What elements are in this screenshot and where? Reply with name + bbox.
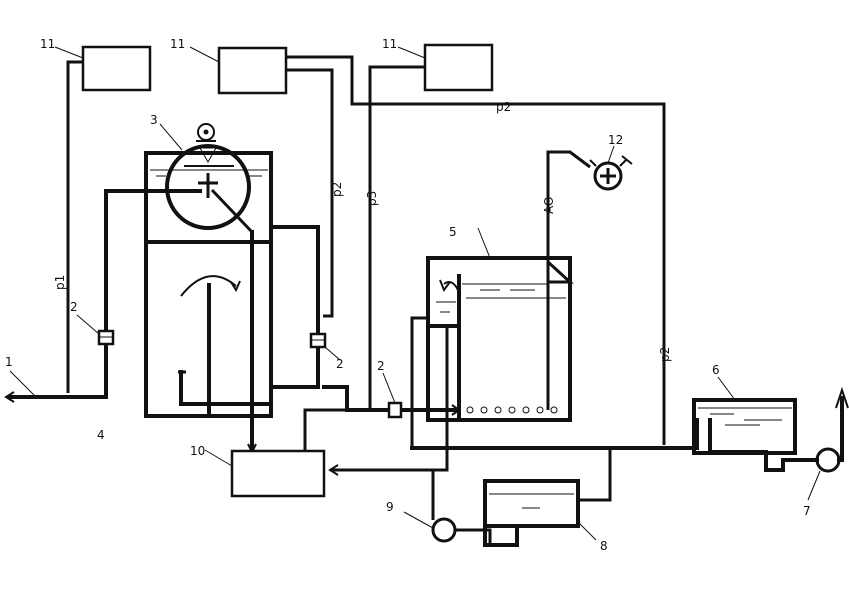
valve-mid[interactable]: [387, 401, 403, 419]
main-tank: [144, 151, 273, 418]
drum-outlet-pipe-left: [104, 189, 202, 399]
label-main-tank: 4: [97, 428, 105, 442]
label-blower: 12: [608, 133, 623, 147]
main-tank-right-pipe: [269, 225, 320, 389]
signal-p2-right: p2: [658, 347, 672, 362]
label-valve-right: 2: [336, 357, 344, 371]
label-inlet: 1: [5, 355, 13, 369]
signal-line-p1: [66, 60, 83, 393]
sensor-box-c: [423, 43, 494, 92]
bottom-tank: [483, 479, 580, 528]
signal-line-p2-vertical: [286, 68, 334, 318]
signal-ao: AO: [542, 197, 556, 214]
air-line-ao: [546, 150, 591, 410]
label-bottom-tank: 8: [600, 539, 608, 553]
signal-line-p2-top: [286, 55, 666, 445]
effluent-pipe: [410, 418, 699, 450]
signal-p3: p3: [365, 191, 379, 206]
transfer-pipe: [322, 385, 461, 412]
main-tank-bottom-pipe: [179, 370, 270, 406]
label-controller: 10: [190, 444, 205, 458]
label-sensor-c: 11: [382, 37, 397, 51]
label-valve-mid: 2: [377, 359, 385, 373]
pump-bottom[interactable]: [431, 517, 457, 543]
recirc-pipe: [410, 316, 612, 450]
label-valve-left: 2: [70, 300, 78, 314]
small-tank-outlet-pipe: [708, 418, 819, 472]
sensor-box-b: [217, 46, 288, 95]
aeration-tank: [426, 256, 572, 422]
label-pump-bottom: 9: [386, 500, 394, 514]
signal-line-p3: [368, 65, 425, 410]
label-small-tank: 6: [712, 363, 720, 377]
controller-box: [230, 449, 326, 498]
signal-p2-top: p2: [496, 100, 511, 114]
label-pump-right: 7: [803, 504, 811, 518]
label-drum: 3: [150, 113, 158, 127]
label-sensor-a: 11: [40, 37, 55, 51]
signal-p1: p1: [53, 275, 67, 290]
drum-filter: [165, 144, 251, 230]
label-aeration-tank: 5: [449, 225, 457, 239]
sensor-box-a: [81, 45, 152, 92]
pump-right[interactable]: [815, 447, 841, 473]
label-sensor-b: 11: [170, 37, 185, 51]
signal-p2-vertical: p2: [330, 182, 344, 197]
diffusers: [466, 406, 558, 414]
